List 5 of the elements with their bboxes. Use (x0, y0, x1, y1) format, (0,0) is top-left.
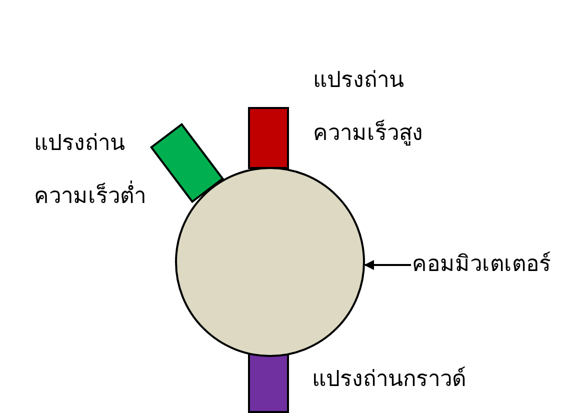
brush-label: แปรงถ่าน ความเร็วสูง (313, 67, 423, 148)
arrow (364, 260, 411, 270)
brush-label: แปรงถ่านกราวด์ (312, 366, 466, 394)
brush-label: แปรงถ่าน ความเร็วต่ำ (34, 130, 146, 211)
commutator-label: คอมมิวเตเตอร์ (412, 250, 551, 279)
